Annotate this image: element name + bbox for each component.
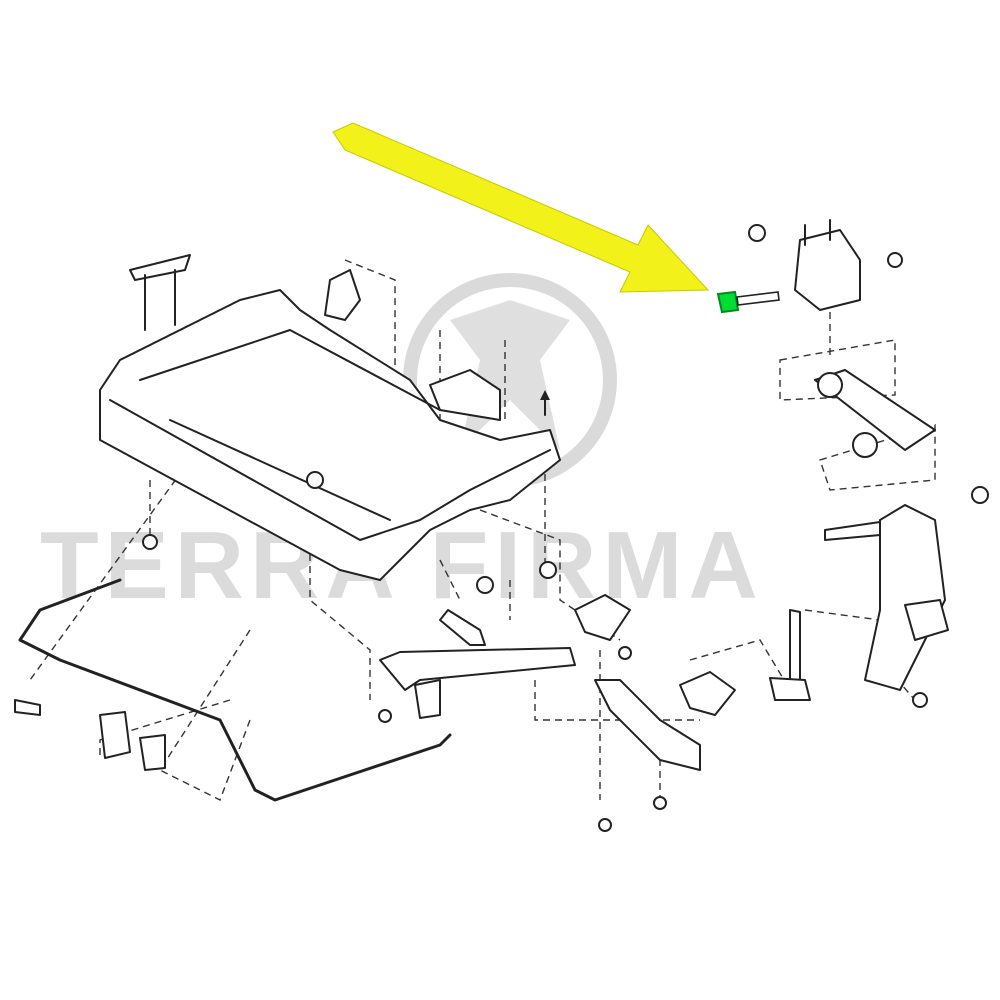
- lower-links: [378, 594, 736, 832]
- pointer-arrow-icon: [332, 122, 710, 293]
- highlighted-bolt-icon[interactable]: [716, 290, 780, 314]
- front-subframe: [99, 254, 561, 646]
- rear-mount-assembly: [748, 219, 989, 708]
- stabilizer-bar: [14, 578, 452, 802]
